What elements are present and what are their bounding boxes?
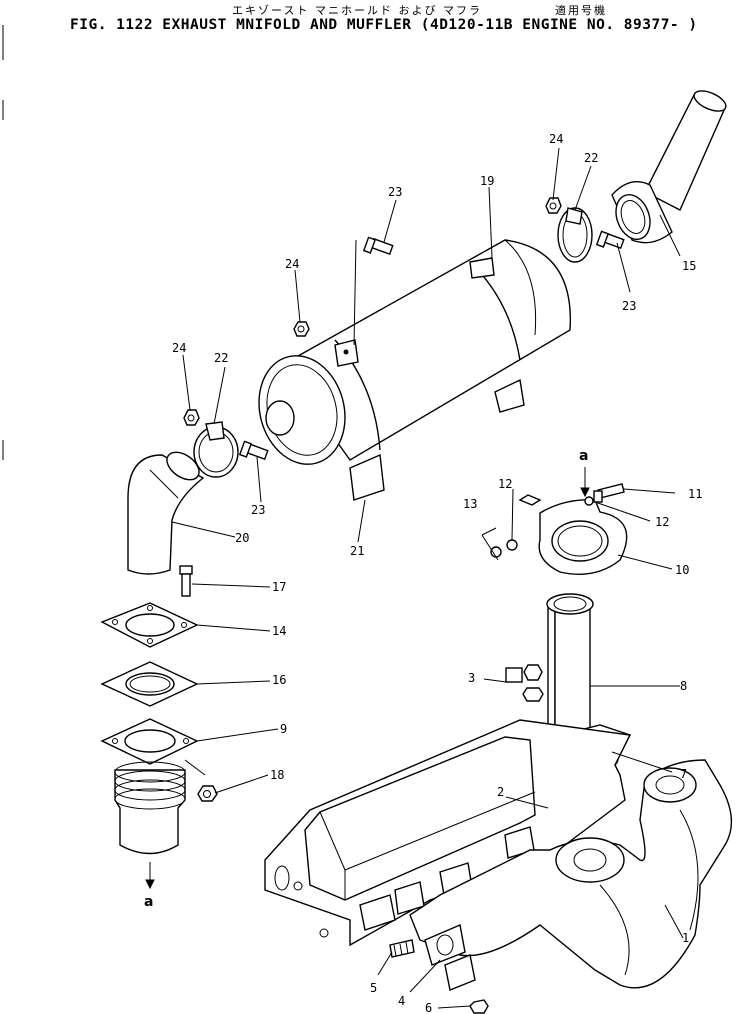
callout-12: 12 bbox=[498, 477, 512, 491]
callout-23: 23 bbox=[622, 299, 636, 313]
callout-15: 15 bbox=[682, 259, 696, 273]
callout-24: 24 bbox=[172, 341, 186, 355]
callout-13: 13 bbox=[463, 497, 477, 511]
connector-a-top: a bbox=[579, 448, 588, 464]
callout-14: 14 bbox=[272, 624, 286, 638]
callout-4: 4 bbox=[398, 994, 405, 1008]
exhaust-flange-stack bbox=[100, 565, 218, 855]
callout-9: 9 bbox=[280, 722, 287, 736]
applicable-serial-label: 適用号機 bbox=[555, 4, 607, 17]
callout-7: 7 bbox=[680, 767, 687, 781]
callout-24: 24 bbox=[285, 257, 299, 271]
muffler bbox=[258, 239, 572, 501]
callout-12: 12 bbox=[655, 515, 669, 529]
callout-16: 16 bbox=[272, 673, 286, 687]
callout-3: 3 bbox=[468, 671, 475, 685]
callout-2: 2 bbox=[497, 785, 504, 799]
callout-8: 8 bbox=[680, 679, 687, 693]
callout-10: 10 bbox=[675, 563, 689, 577]
callout-5: 5 bbox=[370, 981, 377, 995]
leader-lines bbox=[145, 147, 684, 1009]
figure-title: FIG. 1122 EXHAUST MNIFOLD AND MUFFLER (4… bbox=[70, 17, 698, 33]
elbow-pipe bbox=[127, 451, 205, 575]
connector-a-bottom: a bbox=[144, 894, 153, 910]
callout-20: 20 bbox=[235, 531, 249, 545]
tail-pipe bbox=[611, 90, 727, 244]
callout-18: 18 bbox=[270, 768, 284, 782]
callout-23: 23 bbox=[251, 503, 265, 517]
callout-1: 1 bbox=[682, 931, 689, 945]
clamp-hardware bbox=[183, 197, 625, 478]
callout-21: 21 bbox=[350, 544, 364, 558]
callout-19: 19 bbox=[480, 174, 494, 188]
callout-6: 6 bbox=[425, 1001, 432, 1014]
callout-23: 23 bbox=[388, 185, 402, 199]
callout-22: 22 bbox=[214, 351, 228, 365]
japanese-title: エキゾースト マニホールド および マフラ bbox=[232, 4, 482, 17]
callout-17: 17 bbox=[272, 580, 286, 594]
manifold-assembly bbox=[264, 483, 733, 1014]
callout-11: 11 bbox=[688, 487, 702, 501]
part-callouts: 24 22 19 23 24 15 23 24 22 11 12 13 23 1… bbox=[144, 132, 702, 1014]
callout-22: 22 bbox=[584, 151, 598, 165]
callout-24: 24 bbox=[549, 132, 563, 146]
